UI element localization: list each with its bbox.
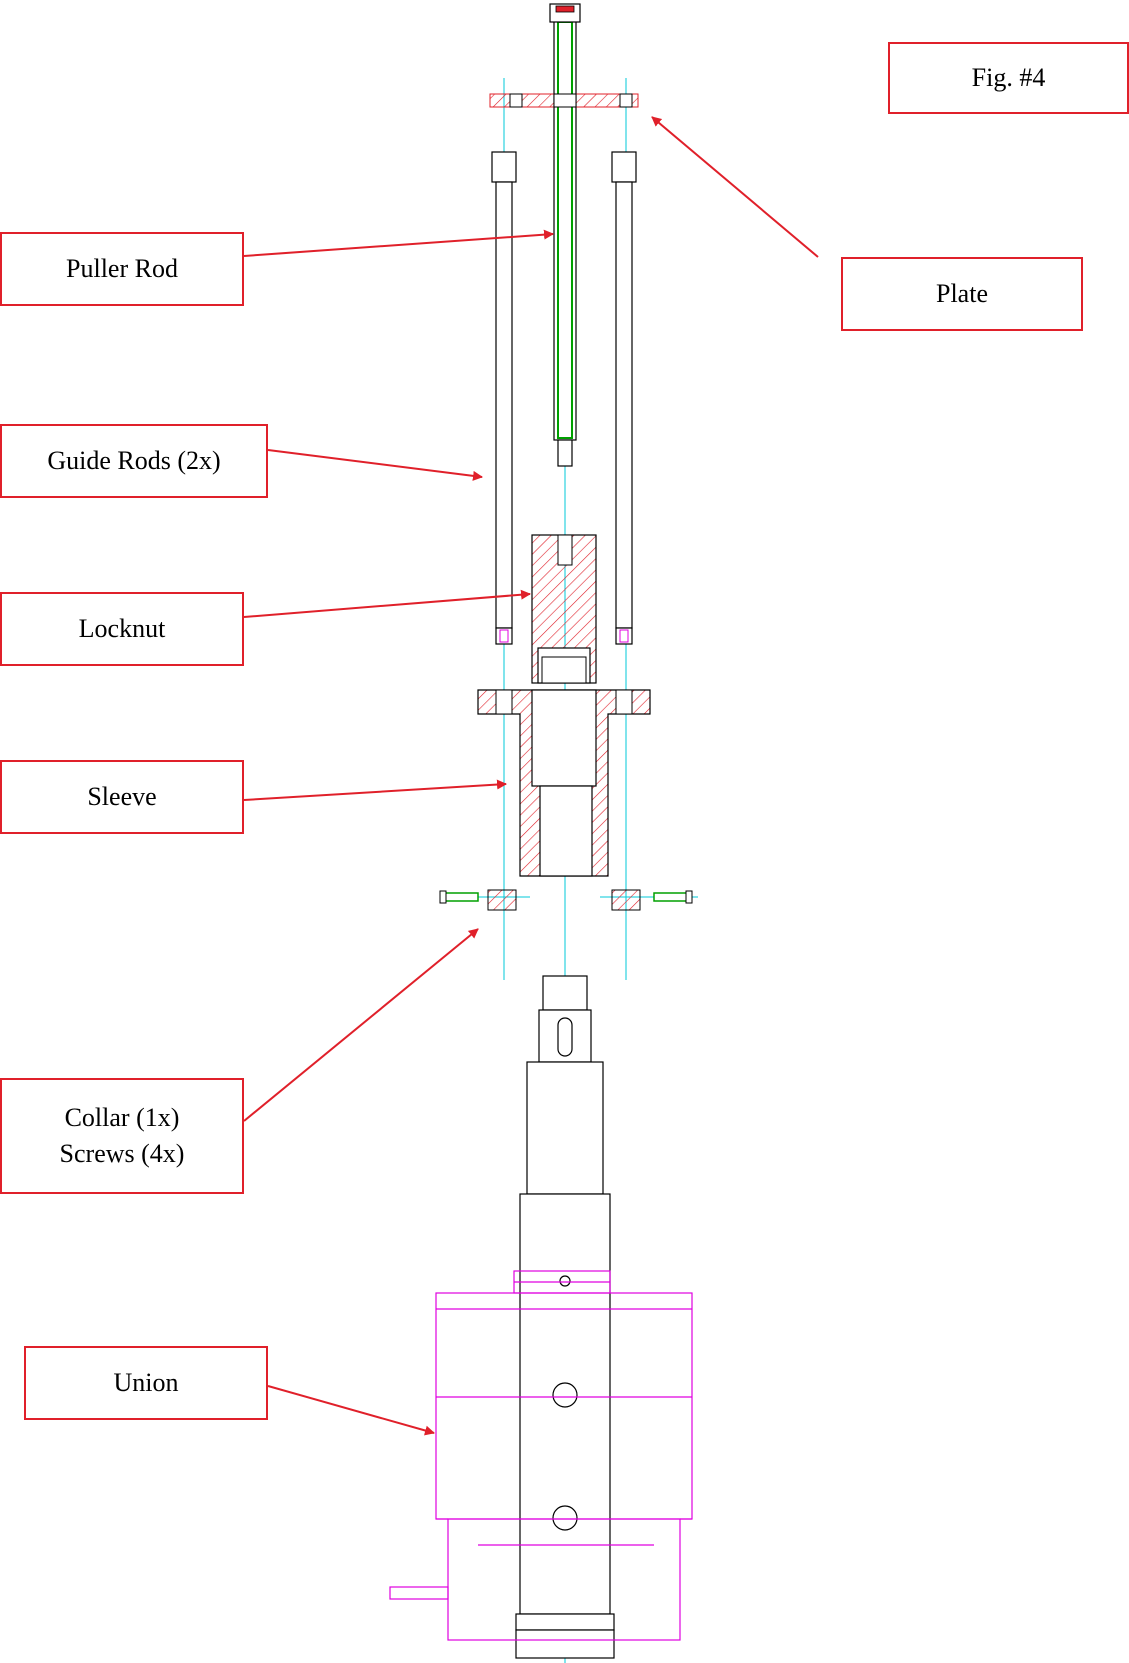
locknut (531, 534, 597, 684)
arrow-union (267, 1385, 435, 1436)
callout-union: Union (24, 1346, 268, 1420)
shaft (515, 975, 615, 1659)
callout-guide-rods: Guide Rods (2x) (0, 424, 268, 498)
callout-plate-text: Plate (936, 279, 988, 308)
plate (489, 93, 639, 108)
callout-sleeve-text: Sleeve (87, 782, 157, 811)
callout-puller-rod: Puller Rod (0, 232, 244, 306)
arrow-puller-rod (243, 229, 554, 257)
union (389, 1270, 693, 1641)
arrow-guide-rods (267, 449, 483, 481)
callout-screws-text: Screws (4x) (59, 1139, 185, 1168)
arrow-locknut (243, 589, 531, 618)
callout-puller-rod-text: Puller Rod (66, 254, 178, 283)
collar-and-screws (439, 889, 693, 911)
puller-rod (549, 3, 581, 467)
callout-collar-screws: Collar (1x) Screws (4x) (0, 1078, 244, 1194)
arrow-plate (651, 116, 819, 258)
callout-plate: Plate (841, 257, 1083, 331)
figure-label-text: Fig. #4 (971, 63, 1046, 92)
callout-locknut-text: Locknut (78, 614, 166, 643)
figure-label: Fig. #4 (888, 42, 1129, 114)
arrow-sleeve (243, 779, 507, 801)
callout-union-text: Union (113, 1368, 179, 1397)
callout-sleeve: Sleeve (0, 760, 244, 834)
callout-collar-text: Collar (1x) (64, 1103, 180, 1132)
callout-locknut: Locknut (0, 592, 244, 666)
sleeve (477, 689, 651, 877)
guide-rod-left (491, 151, 517, 645)
arrow-collar (243, 928, 479, 1122)
callout-arrows (243, 116, 819, 1436)
callout-guide-rods-text: Guide Rods (2x) (47, 446, 221, 475)
guide-rod-right (611, 151, 637, 645)
